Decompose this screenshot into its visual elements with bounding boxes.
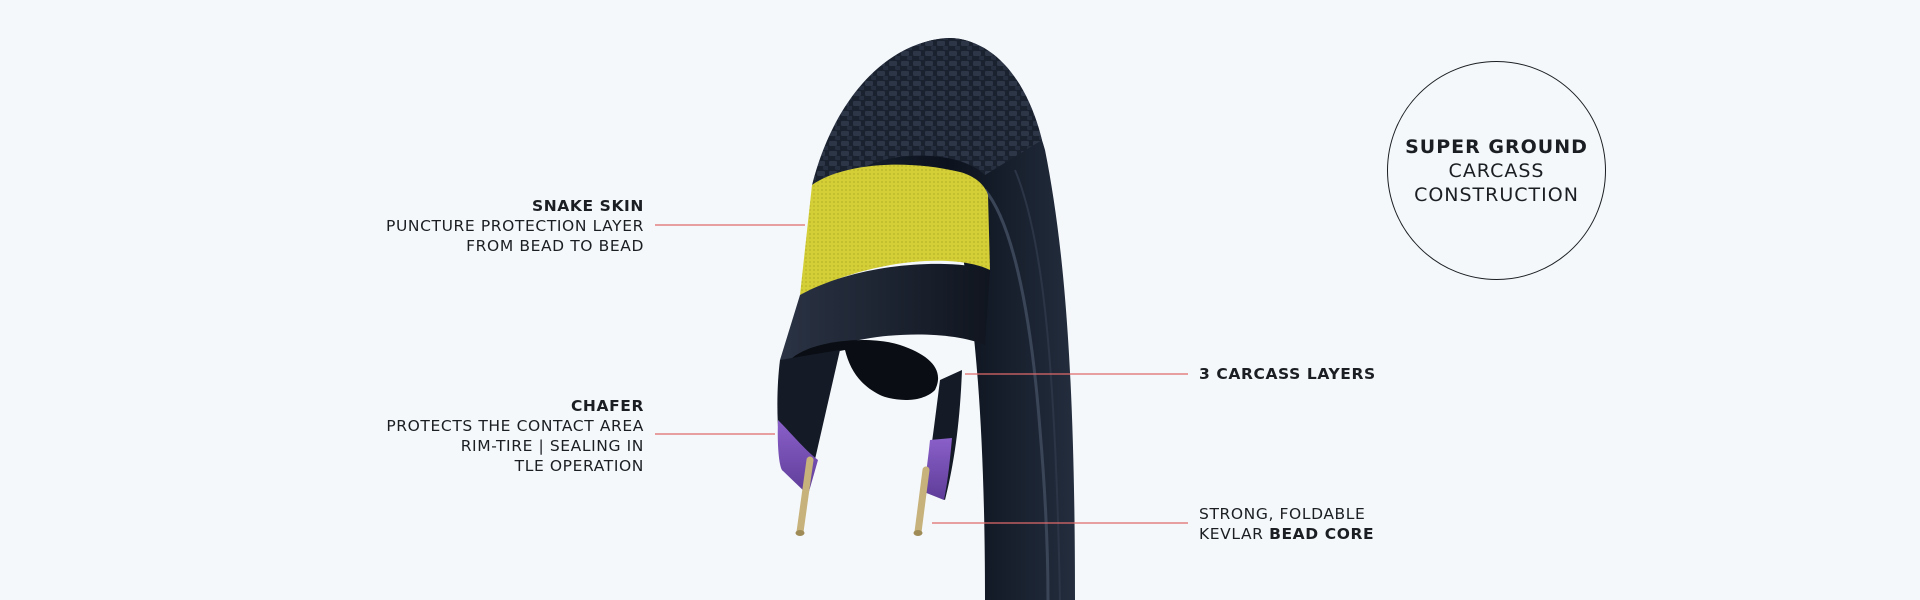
chafer-line-3: TLE OPERATION xyxy=(514,457,644,475)
tread-band xyxy=(812,38,1042,185)
snake-skin-layer xyxy=(800,164,990,295)
bead-core-left xyxy=(796,456,814,536)
chafer-line-2: RIM-TIRE | SEALING IN xyxy=(460,437,644,455)
chafer-line-1: PROTECTS THE CONTACT AREA xyxy=(386,417,644,435)
bead-core-line-2: KEVLAR BEAD CORE xyxy=(1199,524,1374,544)
construction-badge: SUPER GROUND CARCASS CONSTRUCTION xyxy=(1387,61,1606,280)
carcass-callout: 3 CARCASS LAYERS xyxy=(1199,364,1376,384)
tire-cavity xyxy=(790,340,939,400)
bead-core-callout: STRONG, FOLDABLE KEVLAR BEAD CORE xyxy=(1199,504,1374,544)
bead-core-right xyxy=(914,466,930,536)
chafer-right xyxy=(924,438,952,500)
bead-core-line-2-plain: KEVLAR xyxy=(1199,525,1270,543)
snake-skin-callout: SNAKE SKIN PUNCTURE PROTECTION LAYER FRO… xyxy=(386,196,644,256)
badge-line-3: CONSTRUCTION xyxy=(1414,183,1579,206)
snake-skin-line-2: FROM BEAD TO BEAD xyxy=(466,237,644,255)
carcass-title: 3 CARCASS LAYERS xyxy=(1199,365,1376,383)
badge-line-2: CARCASS xyxy=(1448,159,1545,182)
chafer-title: CHAFER xyxy=(570,397,644,415)
bead-core-line-1: STRONG, FOLDABLE xyxy=(1199,505,1366,523)
snake-skin-title: SNAKE SKIN xyxy=(531,197,644,215)
badge-line-1: SUPER GROUND xyxy=(1405,135,1588,158)
chafer-callout: CHAFER PROTECTS THE CONTACT AREA RIM-TIR… xyxy=(386,396,644,476)
bead-core-line-2-bold: BEAD CORE xyxy=(1269,525,1375,543)
snake-skin-line-1: PUNCTURE PROTECTION LAYER xyxy=(386,217,644,235)
carcass-layer-band xyxy=(780,263,990,360)
